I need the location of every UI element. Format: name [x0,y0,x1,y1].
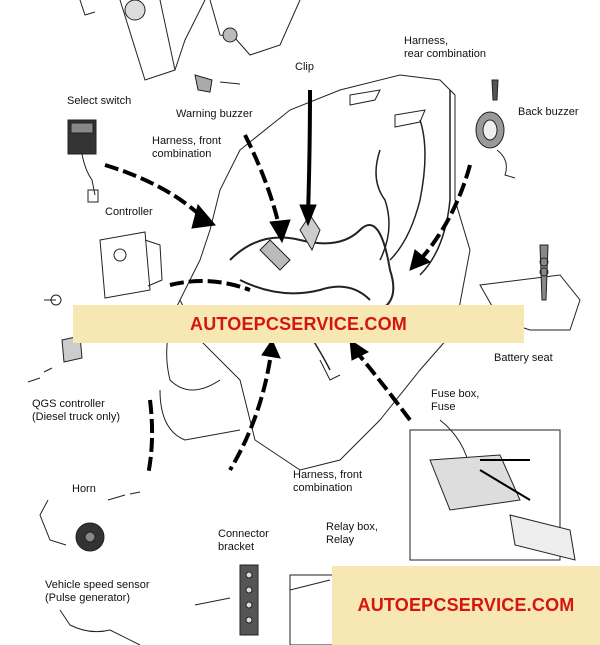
label-warning-buzzer: Warning buzzer [176,108,253,120]
label-horn: Horn [72,483,96,495]
upper-bracket [119,0,176,81]
label-battery-seat: Battery seat [494,352,553,364]
label-fuse-box: Fuse box, Fuse [431,388,480,413]
label-harness-front-combination-bottom: Harness, front combination [293,469,363,494]
label-qgs-controller: QGS controller (Diesel truck only) [32,398,121,423]
watermark-text-top: AUTOEPCSERVICE.COM [190,313,407,334]
label-vehicle-speed-sensor: Vehicle speed sensor (Pulse generator) [45,579,150,604]
speed-sensor-part [59,609,141,645]
watermark-text-bottom: AUTOEPCSERVICE.COM [357,595,575,615]
rear-harness-line [419,90,451,276]
label-controller: Controller [105,206,153,218]
connector-bracket-part [239,564,259,636]
label-relay-box: Relay box, Relay [326,521,378,546]
fuse-box-part [429,454,521,511]
watermark-band-top: AUTOEPCSERVICE.COM [73,305,524,343]
fuse-box-frame [409,429,561,561]
warning-buzzer-part [194,74,213,93]
rear-clip-1 [349,89,381,106]
label-select-switch: Select switch [67,95,132,107]
rear-clip-2 [394,109,426,128]
chassis-outline [179,74,471,471]
top-bracket [209,0,301,56]
upper-component [124,0,146,21]
label-harness-rear-combination: Harness, rear combination [404,35,486,60]
controller-part [99,231,151,299]
label-connector-bracket: Connector bracket [218,528,269,553]
label-back-buzzer: Back buzzer [518,106,579,118]
pointer-arrows [104,89,531,501]
harness-bundle [229,224,395,311]
watermark-band-bottom: AUTOEPCSERVICE.COM [332,566,600,645]
label-harness-front-combination-top: Harness, front combination [152,135,222,160]
label-clip: Clip [295,61,314,73]
